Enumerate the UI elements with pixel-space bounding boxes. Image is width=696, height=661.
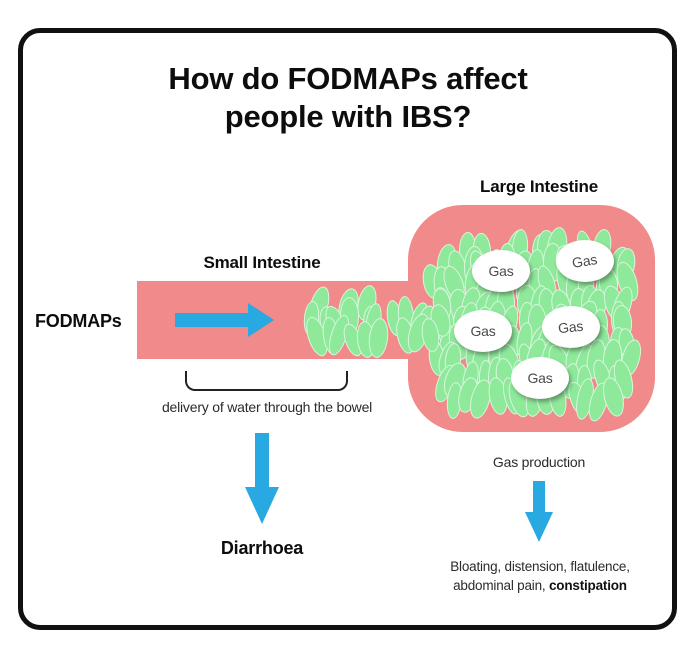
gas-bubble-label: Gas [527, 370, 553, 386]
small-intestine-label: Small Intestine [203, 253, 321, 272]
gas-bubble: Gas [511, 357, 569, 399]
gas-bubble-label: Gas [488, 263, 514, 279]
symptoms-line2: abdominal pain, constipation [453, 578, 627, 593]
water-delivery-bracket [185, 371, 348, 391]
fodmaps-flow-arrowhead-icon [248, 303, 274, 337]
gas-bubble: Gas [472, 250, 530, 292]
page-title-line1: How do FODMAPs affect [168, 61, 528, 96]
gas-bubble: Gas [556, 240, 614, 282]
gas-bubble-label: Gas [571, 251, 599, 271]
gas-bubble: Gas [454, 310, 512, 352]
page-title-line2: people with IBS? [224, 99, 472, 134]
gas-bubble-label: Gas [557, 317, 585, 337]
gas-production-arrowhead-icon [525, 512, 553, 542]
diarrhoea-label: Diarrhoea [220, 538, 304, 558]
diarrhoea-arrowhead-icon [245, 487, 279, 524]
large-intestine-label: Large Intestine [480, 177, 598, 196]
gas-production-arrow-icon [533, 481, 545, 513]
gas-bubble: Gas [542, 306, 600, 348]
gas-bubble-label: Gas [470, 323, 496, 339]
symptoms-label: Bloating, distension, flatulence, abdomi… [418, 557, 662, 595]
diarrhoea-arrow-icon [255, 433, 269, 488]
water-delivery-label: delivery of water through the bowel [161, 399, 373, 415]
gas-production-label: Gas production [492, 454, 586, 470]
page-title: How do FODMAPs affect people with IBS? [0, 60, 696, 136]
constipation-emphasis: constipation [549, 578, 627, 593]
symptoms-line1: Bloating, distension, flatulence, [450, 559, 630, 574]
border-frame [18, 28, 677, 630]
fodmaps-flow-arrow-icon [175, 313, 248, 327]
fodmaps-label: FODMAPs [35, 311, 122, 331]
